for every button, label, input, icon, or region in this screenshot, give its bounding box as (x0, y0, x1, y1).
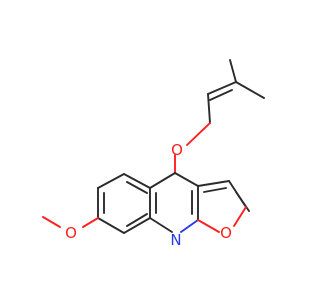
bond-quinoline-top-left (149, 172, 176, 189)
bond-layer (42, 59, 265, 234)
furan-oxygen-label: O (220, 224, 232, 242)
bond-benzo-bottom-inner (126, 213, 148, 227)
bond-furan-right-lower (233, 206, 247, 227)
bond-furan-bottom (197, 219, 220, 233)
ring-nitrogen-label: N (170, 231, 181, 249)
bond-ether-chain-2 (186, 122, 211, 146)
bond-quinoline-bottom-right (180, 219, 199, 233)
bond-furan-right-inner (235, 191, 250, 212)
bond-benzo-top-inner (126, 181, 148, 194)
bond-prenyl-chain-1 (207, 93, 211, 124)
chemical-structure-diagram: O O N O (42, 59, 265, 249)
bond-prenyl-double-a (207, 81, 237, 95)
bond-methoxy-ring (82, 217, 99, 228)
bond-quinoline-top-right (174, 172, 199, 187)
bond-prenyl-methyl-right (235, 81, 265, 99)
bond-quinoline-bottom-left (149, 217, 173, 233)
bond-benzo-upper-left (97, 173, 125, 189)
ether-oxygen-label: O (171, 141, 183, 159)
methoxy-oxygen-label: O (65, 224, 77, 242)
atom-label-layer: O O N O (65, 141, 232, 249)
bond-furan-top-inner (203, 187, 227, 193)
bond-benzo-bottom-left (97, 217, 125, 234)
bond-methoxy-methyl (42, 216, 61, 228)
bond-benzo-top-left (123, 173, 151, 189)
bond-furan-top (197, 180, 230, 187)
bond-benzo-bottom-right (123, 217, 151, 234)
bond-prenyl-methyl-up (229, 59, 237, 83)
bond-prenyl-double-b (209, 89, 233, 101)
